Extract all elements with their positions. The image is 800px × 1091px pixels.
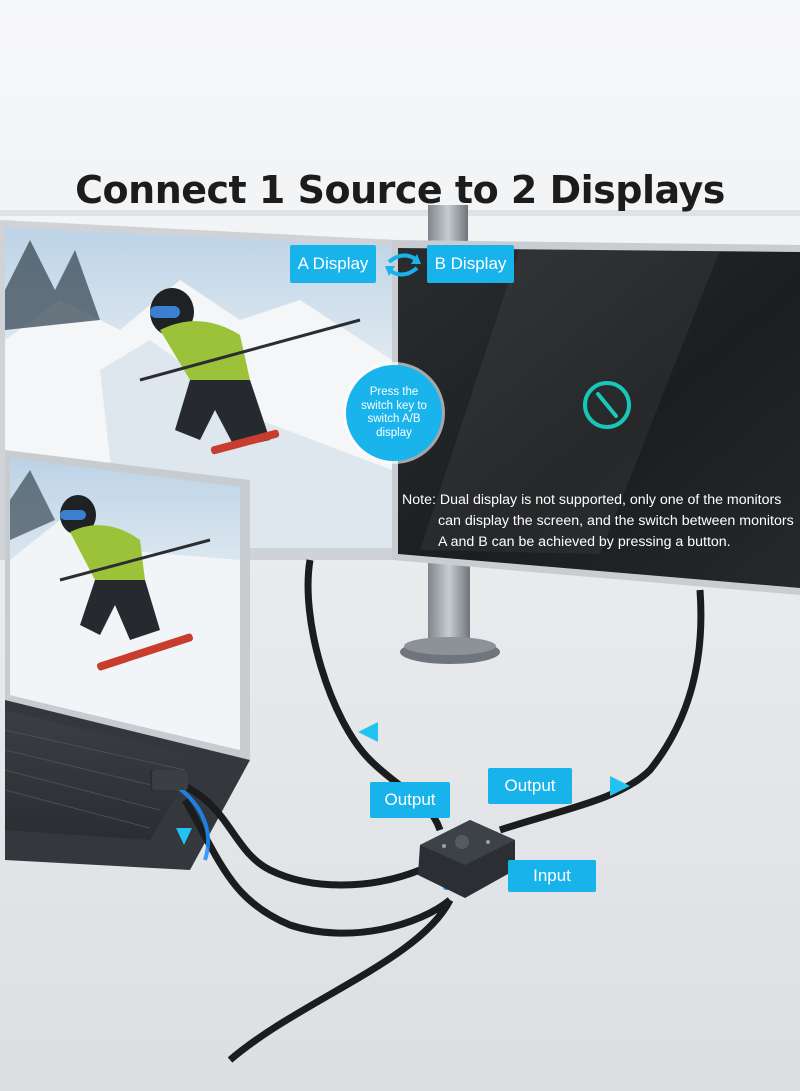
output-label-right: Output — [488, 768, 572, 804]
page-title: Connect 1 Source to 2 Displays — [75, 168, 725, 212]
switch-hint-line-3: switch A/B — [367, 413, 421, 425]
note-text: Note: Dual display is not supported, onl… — [402, 490, 800, 553]
note-line-1: Note: Dual display is not supported, onl… — [402, 492, 782, 508]
b-display-label: B Display — [427, 245, 514, 283]
switch-device — [418, 820, 515, 898]
cyan-flow-arrow-icon — [176, 722, 630, 845]
no-signal-icon — [583, 381, 631, 429]
note-line-2: can display the screen, and the switch b… — [438, 513, 794, 529]
switch-hint-line-1: Press the — [369, 386, 419, 398]
switch-hint-bubble: Press the switch key to switch A/B displ… — [346, 365, 442, 461]
skier-a — [139, 288, 361, 455]
a-display-label: A Display — [290, 245, 376, 283]
switch-hint-line-2: switch key to — [361, 399, 427, 412]
output-label-left: Output — [370, 782, 450, 818]
swap-arrows-icon — [385, 253, 421, 277]
note-line-3: A and B can be achieved by pressing a bu… — [438, 534, 731, 550]
switch-hint-line-4: display — [376, 426, 412, 439]
input-label: Input — [508, 860, 596, 892]
skier-b — [59, 495, 211, 671]
